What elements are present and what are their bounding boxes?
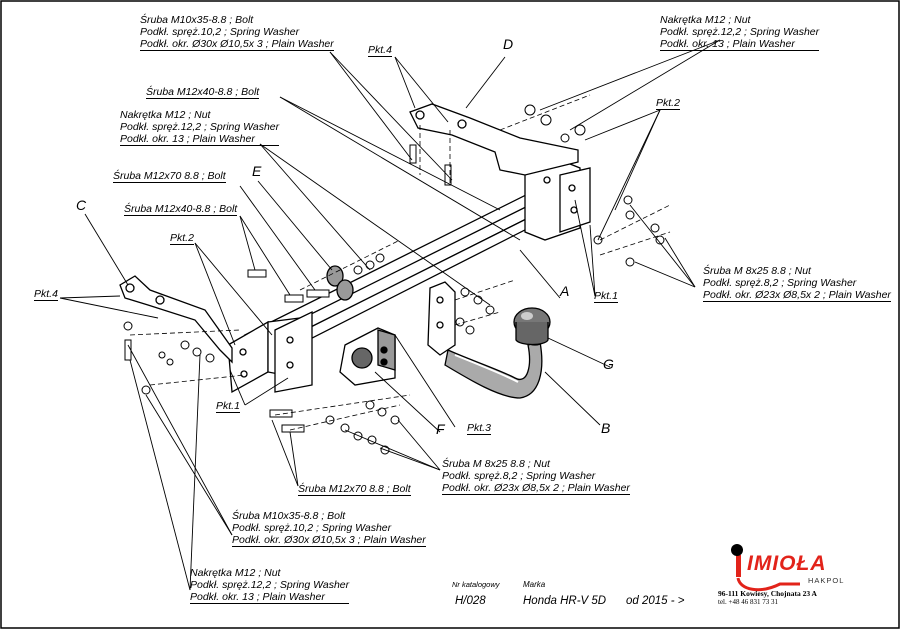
label-bolt-m8-right: Śruba M 8x25 8.8 ; Nut Podkł. spręż.8,2 … xyxy=(703,265,891,302)
label-bolt-m12x70-top: Śruba M12x70 8.8 ; Bolt xyxy=(113,170,226,183)
label-line: Śruba M 8x25 8.8 ; Nut xyxy=(703,265,811,277)
label-bolt-m12x40-mid: Śruba M12x40-8.8 ; Bolt xyxy=(124,203,238,216)
label-line: Podkł. okr. Ø30x Ø10,5x 3 ; Plain Washer xyxy=(140,38,334,51)
pkt2-right-label: Pkt.2 xyxy=(656,97,680,110)
label-top-bolt-m10: Śruba M10x35-8.8 ; Bolt Podkł. spręż.10,… xyxy=(140,14,334,51)
ball-cover-g xyxy=(513,307,551,346)
catalog-nr-value: H/028 xyxy=(455,595,486,607)
label-line: Śruba M10x35-8.8 ; Bolt xyxy=(232,510,346,522)
part-letter-d: D xyxy=(503,36,514,52)
brand-address: 96-111 Kowiesy, Chojnata 23 A tel. +48 4… xyxy=(718,589,817,606)
pkt3-label: Pkt.3 xyxy=(467,422,491,435)
brand-address-line: 96-111 Kowiesy, Chojnata 23 A xyxy=(718,589,817,598)
pkt2-left-label: Pkt.2 xyxy=(170,232,194,245)
label-line: Śruba M12x70 8.8 ; Bolt xyxy=(113,170,226,183)
catalog-marka-label: Marka xyxy=(523,580,546,589)
catalog-nr-label: Nr katalogowy xyxy=(452,580,500,589)
label-line: Nakrętka M12 ; Nut xyxy=(660,14,751,26)
label-line: Śruba M12x40-8.8 ; Bolt xyxy=(146,86,260,99)
pkt1-left-label: Pkt.1 xyxy=(216,400,240,413)
label-nut-bottom: Nakrętka M12 ; Nut Podkł. spręż.12,2 ; S… xyxy=(190,567,350,604)
socket-plate-f xyxy=(339,327,396,386)
label-line: Podkł. spręż.12,2 ; Spring Washer xyxy=(660,26,820,38)
catalog-marka-value: Honda HR-V 5D xyxy=(523,595,607,607)
part-letter-b: B xyxy=(601,420,611,436)
label-bolt-m8-bottom: Śruba M 8x25 8.8 ; Nut Podkł. spręż.8,2 … xyxy=(442,458,630,495)
label-line: Nakrętka M12 ; Nut xyxy=(120,109,211,121)
arm-c xyxy=(119,275,233,364)
label-line: Podkł. okr. Ø23x Ø8,5x 2 ; Plain Washer xyxy=(703,289,891,302)
brand-sub: HAKPOL xyxy=(808,576,845,585)
leader-lines xyxy=(59,39,721,591)
catalog-date-value: od 2015 - > xyxy=(626,595,685,607)
part-letter-a: A xyxy=(560,283,570,299)
pkt4-left-label: Pkt.4 xyxy=(34,288,58,301)
label-bolt-m12x40-top: Śruba M12x40-8.8 ; Bolt xyxy=(146,86,260,99)
label-line: Podkł. spręż.12,2 ; Spring Washer xyxy=(120,121,280,133)
label-line: Śruba M 8x25 8.8 ; Nut xyxy=(442,458,550,470)
label-bolt-m10-bottom: Śruba M10x35-8.8 ; Bolt Podkł. spręż.10,… xyxy=(232,510,426,547)
label-line: Śruba M10x35-8.8 ; Bolt xyxy=(140,14,254,26)
label-line: Podkł. okr. 13 ; Plain Washer xyxy=(190,591,350,604)
assembly-axes xyxy=(129,94,671,431)
fasteners xyxy=(123,104,665,455)
arm-d xyxy=(409,103,579,176)
label-nut-left-top: Nakrętka M12 ; Nut Podkł. spręż.12,2 ; S… xyxy=(120,109,280,146)
part-letter-e: E xyxy=(252,163,262,179)
label-line: Podkł. okr. Ø23x Ø8,5x 2 ; Plain Washer xyxy=(442,482,630,495)
label-line: Śruba M12x40-8.8 ; Bolt xyxy=(124,203,238,216)
label-line: Śruba M12x70 8.8 ; Bolt xyxy=(298,483,411,496)
label-line: Nakrętka M12 ; Nut xyxy=(190,567,281,579)
label-line: Podkł. okr. 13 ; Plain Washer xyxy=(120,133,280,146)
part-letter-g: G xyxy=(603,356,614,372)
brand-logo: IMIOŁA xyxy=(747,552,827,575)
label-line: Podkł. spręż.10,2 ; Spring Washer xyxy=(140,26,300,38)
label-line: Podkł. spręż.10,2 ; Spring Washer xyxy=(232,522,392,534)
label-line: Podkł. okr. 13 ; Plain Washer xyxy=(660,38,820,51)
neck-bracket xyxy=(427,281,456,356)
label-line: Podkł. spręż.8,2 ; Spring Washer xyxy=(442,470,596,482)
part-letter-c: C xyxy=(76,197,87,213)
spacer-e xyxy=(326,265,354,301)
pkt4-top-label: Pkt.4 xyxy=(368,44,392,57)
label-top-nut-right: Nakrętka M12 ; Nut Podkł. spręż.12,2 ; S… xyxy=(660,14,820,51)
label-line: Podkł. spręż.12,2 ; Spring Washer xyxy=(190,579,350,591)
brand-phone: tel. +48 46 831 73 31 xyxy=(718,598,778,606)
label-line: Podkł. okr. Ø30x Ø10,5x 3 ; Plain Washer xyxy=(232,534,426,547)
label-bolt-m12x70-bottom: Śruba M12x70 8.8 ; Bolt xyxy=(298,483,411,496)
left-bracket xyxy=(227,310,313,394)
label-line: Podkł. spręż.8,2 ; Spring Washer xyxy=(703,277,857,289)
part-letter-f: F xyxy=(436,421,445,437)
logo-hitch-icon xyxy=(731,544,800,592)
pkt1-right-label: Pkt.1 xyxy=(594,290,618,303)
